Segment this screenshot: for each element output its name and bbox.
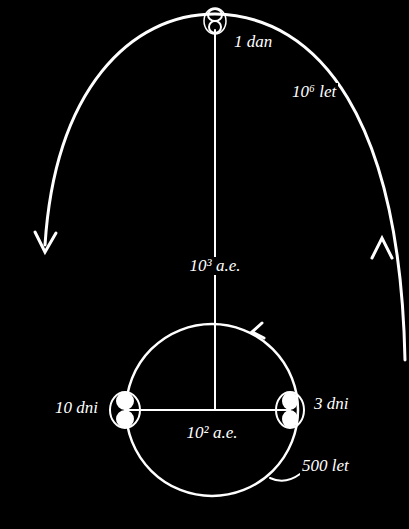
orbit-arrow	[35, 232, 56, 252]
separation-line	[214, 30, 216, 410]
leader-line	[270, 474, 300, 481]
orbit-label: 500 let	[300, 457, 351, 476]
star	[283, 411, 297, 427]
outer-orbit	[45, 14, 405, 360]
orbit-arrow	[372, 238, 392, 258]
orbit-label: 10⁶ let	[290, 83, 338, 102]
orbit-label: 10 dni	[53, 399, 100, 418]
star	[283, 393, 297, 409]
star	[117, 411, 133, 427]
orbit-arrow	[252, 323, 264, 338]
orbit-label: 1 dan	[232, 33, 274, 52]
orbit-label: 3 dni	[312, 395, 350, 414]
separation-line	[125, 409, 290, 411]
star-pair-orbit	[110, 392, 140, 428]
star-pair-orbit	[204, 8, 226, 34]
orbit-label: 10² a.e.	[185, 424, 240, 443]
orbit-label: 10³ a.e.	[188, 257, 243, 276]
star	[117, 393, 133, 409]
inner-orbit	[126, 324, 298, 496]
star-pair-orbit	[276, 392, 304, 428]
star	[209, 21, 221, 33]
star	[208, 9, 222, 21]
